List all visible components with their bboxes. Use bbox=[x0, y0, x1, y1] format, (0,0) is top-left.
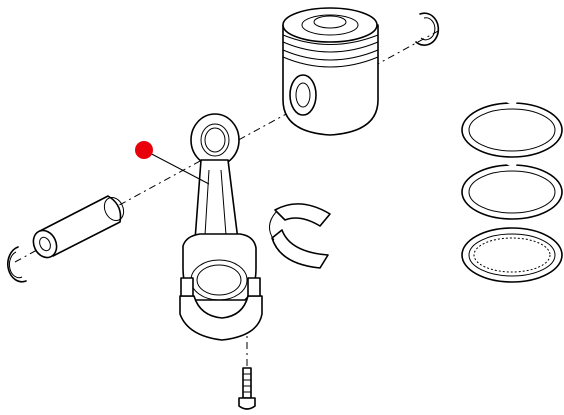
snap-ring-left[interactable] bbox=[7, 246, 27, 283]
piston[interactable] bbox=[282, 7, 379, 136]
callout-dot bbox=[135, 141, 153, 159]
piston-rings[interactable] bbox=[461, 99, 563, 283]
rod-bolt[interactable] bbox=[238, 367, 256, 410]
bearing-shell[interactable] bbox=[269, 203, 331, 269]
piston-ring-1[interactable] bbox=[461, 99, 563, 158]
piston-ring-3[interactable] bbox=[461, 227, 563, 283]
callout-marker bbox=[135, 141, 210, 185]
piston-ring-2[interactable] bbox=[461, 161, 563, 220]
connecting-rod[interactable] bbox=[179, 113, 263, 341]
piston-pin[interactable] bbox=[29, 194, 127, 261]
snap-ring-top[interactable] bbox=[415, 12, 440, 46]
